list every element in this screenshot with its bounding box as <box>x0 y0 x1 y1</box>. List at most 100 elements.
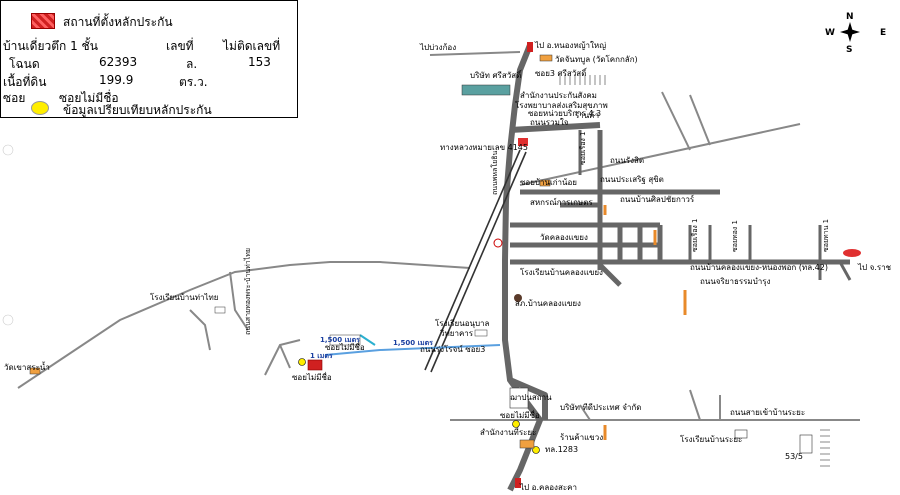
compass-e: E <box>880 28 886 38</box>
label-soi-t2: ซอยทอง 1 <box>731 220 739 252</box>
label-road-ban-khlong: ถนนบ้านคลองแขยง-หนองพอก (ทล.42) <box>690 263 828 272</box>
label-soi-t1: ซอยเรือง 1 <box>691 218 699 252</box>
buildings <box>29 54 861 454</box>
building-icon <box>799 434 813 454</box>
legend-land-value: 153 <box>248 55 271 69</box>
legend-area-value: 199.9 <box>99 73 134 87</box>
label-soi-nameless-1: ซอยไม่มีชื่อ <box>325 341 365 352</box>
label-coop: สหกรณ์การเกษตร <box>530 197 593 207</box>
legend-number-value: ไม่ติดเลขที่ <box>223 39 281 53</box>
label-dist-2: 1,500 เมตร <box>320 336 360 344</box>
label-office-b: โรงพยาบาลส่งเสริมสุขภาพ <box>515 100 608 110</box>
label-to-wangkong: ไปบ่วงก้อง <box>419 43 456 52</box>
label-soi-t-top: ซอยเรือง 1 <box>579 131 587 165</box>
landmark-icon <box>493 238 503 248</box>
label-road-right-main: ถนนรังสิต <box>610 156 644 165</box>
label-wat-thai: วัดเขาสระน้ำ <box>4 361 50 372</box>
map-labels: ไปบ่วงก้อง ไป อ.หนองหญ้าใหญ่ วัดจันทบูล … <box>4 41 892 492</box>
side-streets <box>578 130 852 281</box>
label-soi-sriswat: ซอย3 ศรีสวัสดิ์ <box>535 67 588 78</box>
legend-land-label: ล. <box>186 57 198 71</box>
label-company-sriswat: บริษัท ศรีสวัสดิ์ <box>470 69 523 80</box>
label-soi-t3: ซอยทาน 1 <box>822 219 830 252</box>
label-wat-chan: วัดจันทบูล (วัดโคกกลัก) <box>555 54 638 65</box>
label-road-south-r: ถนนสายเข้าบ้านระยะ <box>730 408 805 417</box>
legend-area-label: เนื้อที่ดิน <box>3 75 47 89</box>
label-dist-1500: 1,500 เมตร <box>393 339 433 347</box>
school-icon <box>214 306 226 314</box>
label-soi-nameless-3: ซอยไม่มีชื่อ <box>500 409 540 420</box>
minor-roads <box>17 51 860 421</box>
label-road-thai-south: ถนนรุ่งโรจน์ ซอย3 <box>420 344 485 354</box>
stripe-block <box>559 75 830 467</box>
label-to-chan: ไป จ.ราช <box>857 263 892 272</box>
legend-deed-label: โฉนด <box>9 57 40 71</box>
label-school-south: โรงเรียนบ้านระยะ <box>680 434 742 444</box>
grid-roads <box>510 130 850 287</box>
compass-w: W <box>825 28 835 38</box>
legend-soi-label: ซอย <box>3 91 26 105</box>
label-road-1: ถนนรวมใจ <box>530 118 569 127</box>
legend-number-label: เลขที่ <box>166 39 194 53</box>
label-to-nonghonyai: ไป อ.หนองหญ้าใหญ่ <box>534 41 606 50</box>
binder-hole <box>2 314 14 326</box>
label-soi-jariya: ถนนจริยาธรรมบำรุง <box>700 277 771 286</box>
label-wat-khlong: วัดคลองแขยง <box>540 233 588 242</box>
label-school-anuban2: วิทยาคาร <box>439 329 473 338</box>
comparison-dot <box>298 358 306 366</box>
label-soi-1283: ทล.1283 <box>545 445 578 454</box>
compass: N S E W <box>825 12 886 55</box>
collateral-location-marker <box>307 359 323 371</box>
route-pointer <box>359 334 376 346</box>
label-soi-nameless-2: ซอยไม่มีชื่อ <box>292 371 332 382</box>
orange-markers <box>603 205 687 440</box>
label-rama-sukhit: ถนนประเสริฐ สุขิต <box>600 175 664 184</box>
label-school-khlong: โรงเรียนบ้านคลองแขยง <box>520 267 603 277</box>
company-building-icon <box>461 84 511 96</box>
legend-comparison-label: ข้อมูลเปรียบเทียบหลักประกัน <box>63 103 212 117</box>
route-line <box>324 344 501 356</box>
temple-icon <box>539 179 551 187</box>
label-dist-3: 1 เมตร <box>310 352 333 360</box>
label-to-khongsakha: ไป อ.คลองสะคา <box>519 483 577 492</box>
compass-n: N <box>846 12 854 22</box>
main-road <box>502 43 601 492</box>
legend-soi-value: ซอยไม่มีชื่อ <box>59 91 119 105</box>
legend-area-unit: ตร.ว. <box>179 75 208 89</box>
label-office-south: สำนักงานที่ระยะ <box>480 426 536 437</box>
bottom-red-marker <box>515 478 521 488</box>
label-house-53: 53/5 <box>785 452 803 461</box>
school-icon <box>734 429 748 439</box>
label-market: ร้านค้า <box>575 111 599 120</box>
collateral-swatch <box>31 13 55 29</box>
sign-icon <box>518 138 528 146</box>
compass-s: S <box>846 45 852 55</box>
temple-icon <box>519 439 535 449</box>
legend-location-title: สถานที่ตั้งหลักประกัน <box>63 15 173 29</box>
school-icon <box>474 329 488 337</box>
label-company-thai: บริษัท ทีดีประเทศ จำกัด <box>560 403 641 412</box>
label-highway-4145: ทางหลวงหมายเลข 4145 <box>440 143 528 152</box>
label-soi-4: ซอยหน่วยบริการ 4.3 <box>528 109 601 118</box>
house-icon <box>329 334 361 346</box>
railway <box>424 149 527 373</box>
label-road-v1: ถนนพหลโยธิน <box>490 151 499 195</box>
label-cemetery: ฌาปนสถาน <box>510 393 552 402</box>
comparison-swatch <box>31 101 49 115</box>
label-school-thai: โรงเรียนบ้านท่าไทย <box>150 292 218 302</box>
comparison-dot <box>512 420 520 428</box>
temple-icon <box>539 54 553 62</box>
police-icon <box>514 294 522 302</box>
label-ban-kao-noi: ซอยบ้านเก่าน้อย <box>520 178 577 187</box>
legend-box: สถานที่ตั้งหลักประกัน บ้านเดี่ยวตึก 1 ชั… <box>0 0 298 118</box>
label-office-a: สำนักงานประกันสังคม <box>520 91 597 100</box>
sign-icon <box>843 249 861 257</box>
legend-deed-value: 62393 <box>99 55 138 69</box>
label-ban-silp: ถนนบ้านศิลปชัยกาวร์ <box>620 194 695 204</box>
temple-icon <box>29 367 41 375</box>
label-khlong-station: สภ.บ้านคลองแขยง <box>515 299 581 308</box>
legend-building: บ้านเดี่ยวตึก 1 ชั้น <box>3 39 98 53</box>
label-road-thai: ถนนสายทองพระ-บ้านท่าไทย <box>243 248 252 335</box>
binder-hole <box>2 144 14 156</box>
